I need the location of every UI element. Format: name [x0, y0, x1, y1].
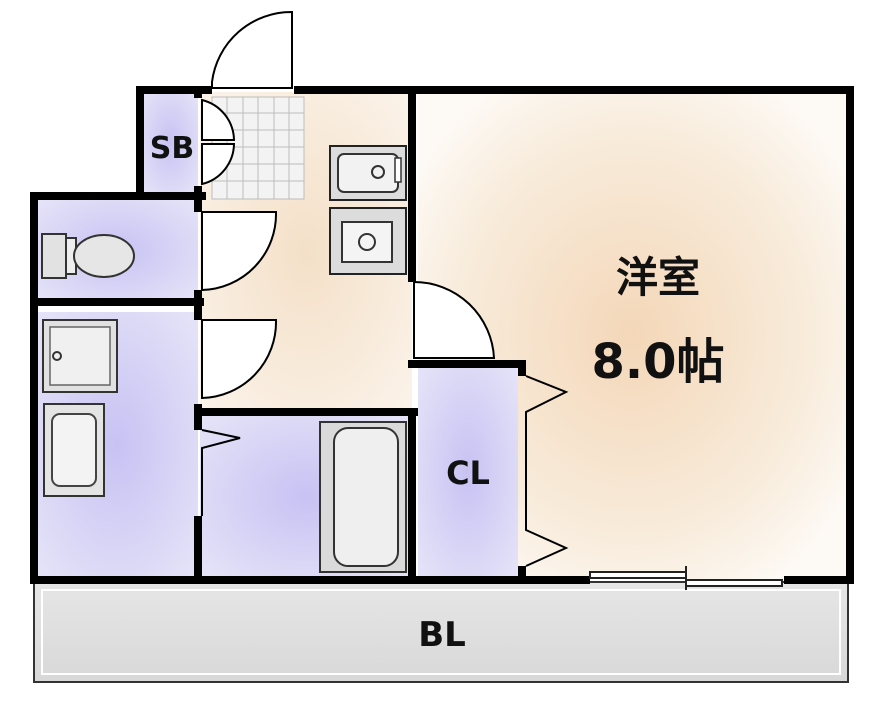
- balcony-inner-line: [41, 589, 841, 675]
- wash-basin: [43, 403, 105, 497]
- walls: [30, 86, 854, 584]
- closet-floor: [418, 366, 518, 578]
- western-room-name: 洋室: [616, 253, 700, 302]
- balcony-label: BL: [418, 615, 466, 655]
- balcony-sliding-window: [589, 566, 783, 590]
- western-room-size: 8.0帖: [591, 334, 724, 390]
- balcony-floor: [33, 581, 849, 683]
- bathroom-folding-door: [201, 429, 241, 516]
- closet-folding-door: [525, 375, 569, 567]
- kitchen-sink: [329, 145, 407, 201]
- closet-label: CL: [446, 454, 490, 492]
- stove: [329, 207, 407, 275]
- washing-machine-pan: [42, 319, 118, 393]
- doors: [201, 10, 496, 400]
- storage-box-label: SB: [150, 131, 194, 166]
- bathtub: [319, 421, 407, 573]
- storage-box-floor: [142, 92, 198, 192]
- toilet: [41, 233, 135, 279]
